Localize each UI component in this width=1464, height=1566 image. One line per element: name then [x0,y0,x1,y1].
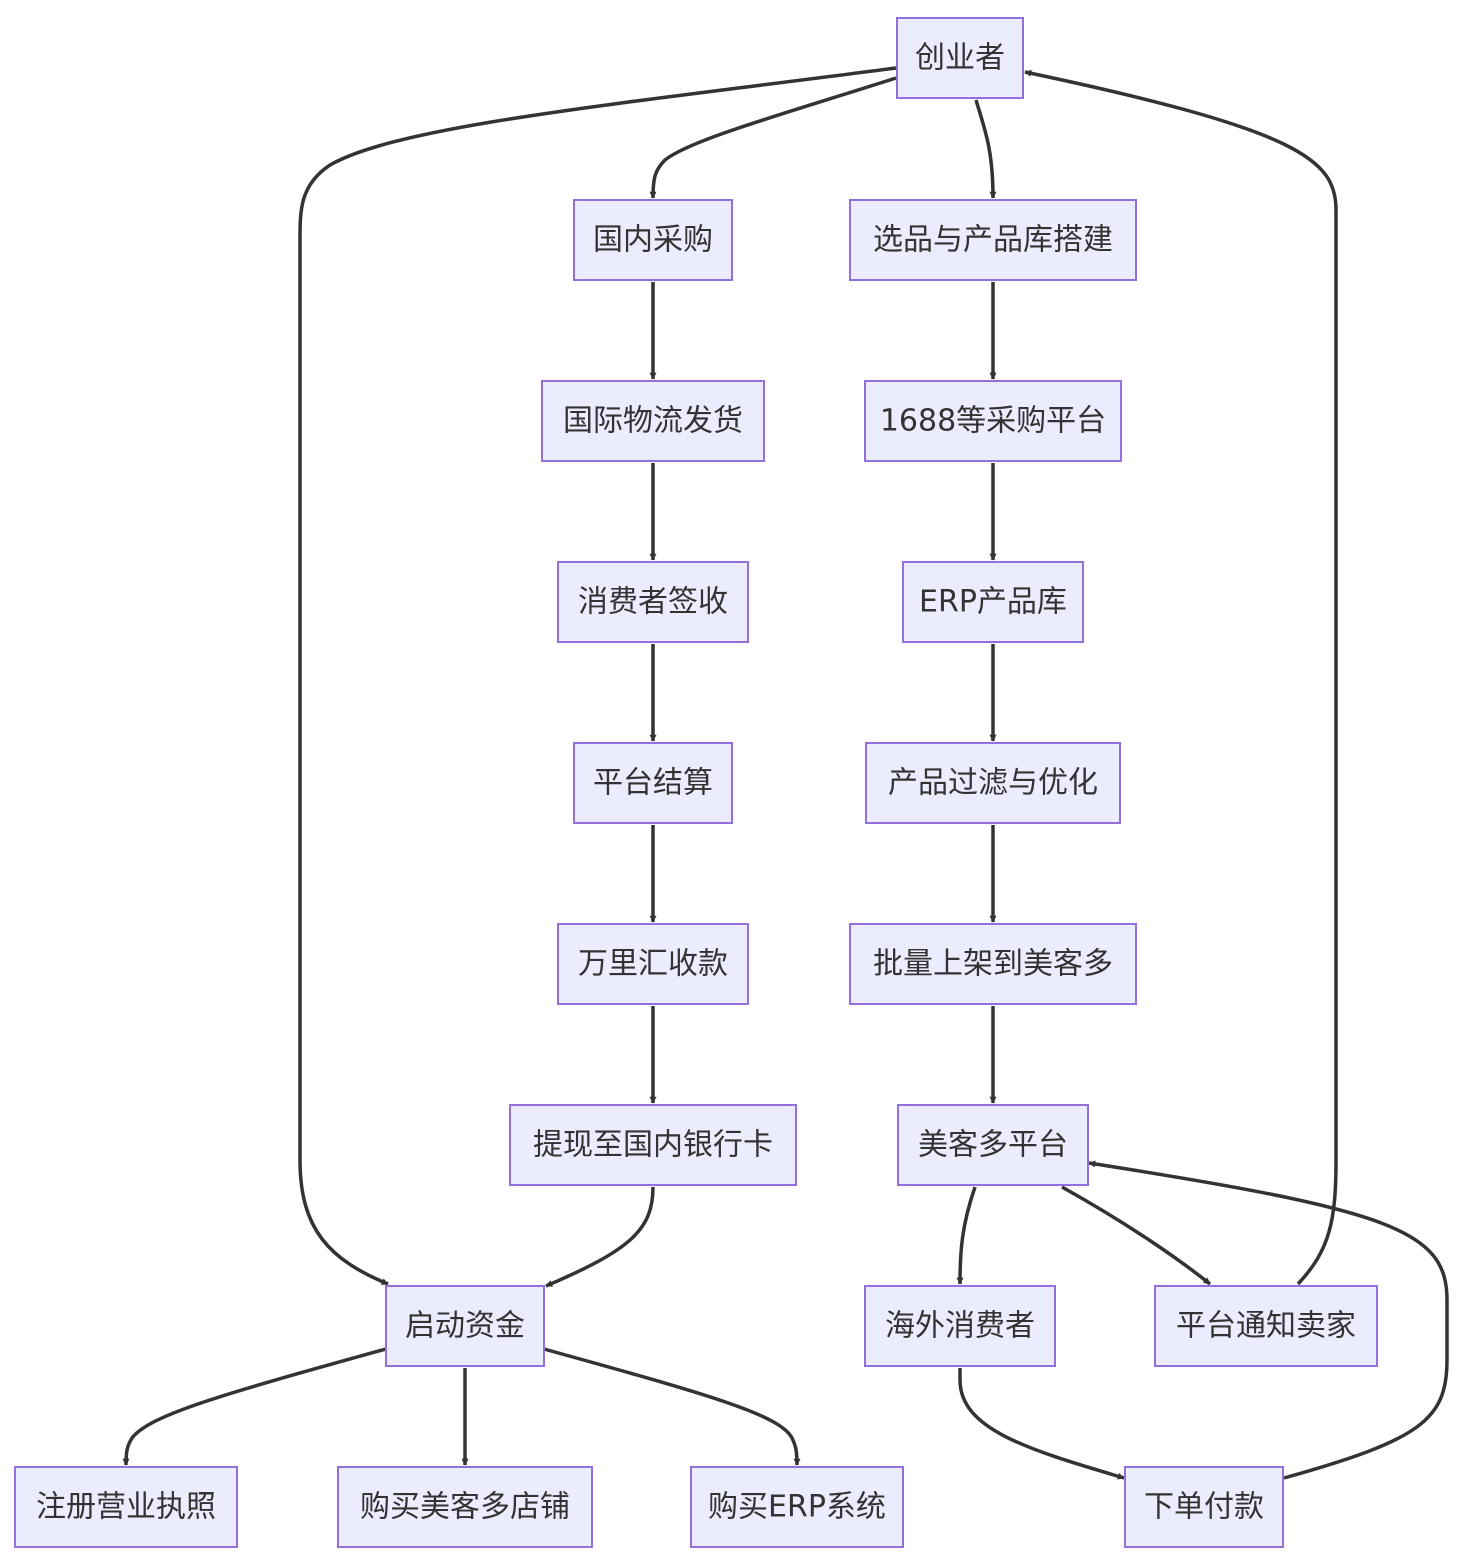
node-label: 国内采购 [593,223,713,258]
edge-founder-to-startup_fund [298,66,897,1286]
node-box [902,561,1084,643]
node-label: 国际物流发货 [563,404,743,439]
node-label: 启动资金 [405,1309,525,1344]
node-label: 选品与产品库搭建 [873,223,1113,258]
node-box [557,561,749,643]
edge-founder-to-domestic_purchase [649,76,897,199]
node-filter-optimize: 产品过滤与优化 [865,742,1121,824]
node-box [897,1104,1089,1186]
edge-order_pay-to-mercado_platform [1088,1160,1449,1480]
node-label: 批量上架到美客多 [873,947,1113,982]
node-box [557,923,749,1005]
node-box [385,1285,545,1367]
node-mercado-platform: 美客多平台 [897,1104,1089,1186]
node-box [896,17,1024,99]
node-label: ERP产品库 [919,585,1067,620]
node-box [690,1466,904,1548]
node-buy-erp: 购买ERP系统 [690,1466,904,1548]
node-label: 产品过滤与优化 [888,766,1098,801]
node-settlement: 平台结算 [573,742,733,824]
edge-founder-to-product_select [974,99,997,199]
node-label: 购买美客多店铺 [360,1490,570,1525]
node-intl-shipping: 国际物流发货 [541,380,765,462]
node-label: 平台结算 [593,766,713,801]
node-wanlihui: 万里汇收款 [557,923,749,1005]
node-label: 下单付款 [1144,1490,1264,1525]
node-box [1154,1285,1378,1367]
node-label: 美客多平台 [918,1128,1068,1163]
node-label: 注册营业执照 [36,1490,216,1525]
node-box [849,923,1137,1005]
edge-mercado_platform-to-overseas_consumer [956,1186,977,1285]
node-box [1124,1466,1284,1548]
node-overseas-consumer: 海外消费者 [864,1285,1056,1367]
edge-overseas_consumer-to-order_pay [958,1368,1125,1480]
node-label: 1688等采购平台 [880,404,1106,439]
node-box [573,199,733,281]
node-product-select: 选品与产品库搭建 [849,199,1137,281]
node-box [509,1104,797,1186]
node-order-pay: 下单付款 [1124,1466,1284,1548]
node-erp-library: ERP产品库 [902,561,1084,643]
node-label: 万里汇收款 [578,947,728,982]
node-consumer-sign: 消费者签收 [557,561,749,643]
edge-mercado_platform-to-notify_seller [1061,1185,1212,1286]
nodes-layer: 创业者国内采购国际物流发货消费者签收平台结算万里汇收款提现至国内银行卡启动资金注… [14,17,1378,1548]
edge-startup_fund-to-license [122,1347,387,1466]
node-withdraw: 提现至国内银行卡 [509,1104,797,1186]
node-box [14,1466,238,1548]
edge-notify_seller-to-founder [1024,69,1338,1286]
node-notify-seller: 平台通知卖家 [1154,1285,1378,1367]
node-label: 购买ERP系统 [708,1490,886,1525]
node-label: 提现至国内银行卡 [533,1128,773,1163]
edges-layer [122,66,1449,1480]
node-box [337,1466,593,1548]
node-box [541,380,765,462]
node-founder: 创业者 [896,17,1024,99]
node-box [864,1285,1056,1367]
edge-withdraw-to-startup_fund [545,1186,655,1288]
node-label: 消费者签收 [578,585,728,620]
node-label: 平台通知卖家 [1176,1309,1356,1344]
node-box [865,742,1121,824]
node-box [849,199,1137,281]
node-platform-1688: 1688等采购平台 [864,380,1122,462]
node-buy-store: 购买美客多店铺 [337,1466,593,1548]
node-label: 创业者 [915,41,1005,76]
edge-startup_fund-to-buy_erp [543,1347,801,1466]
node-box [573,742,733,824]
node-label: 海外消费者 [885,1309,1035,1344]
node-domestic-purchase: 国内采购 [573,199,733,281]
node-box [864,380,1122,462]
node-batch-listing: 批量上架到美客多 [849,923,1137,1005]
node-startup-fund: 启动资金 [385,1285,545,1367]
node-license: 注册营业执照 [14,1466,238,1548]
